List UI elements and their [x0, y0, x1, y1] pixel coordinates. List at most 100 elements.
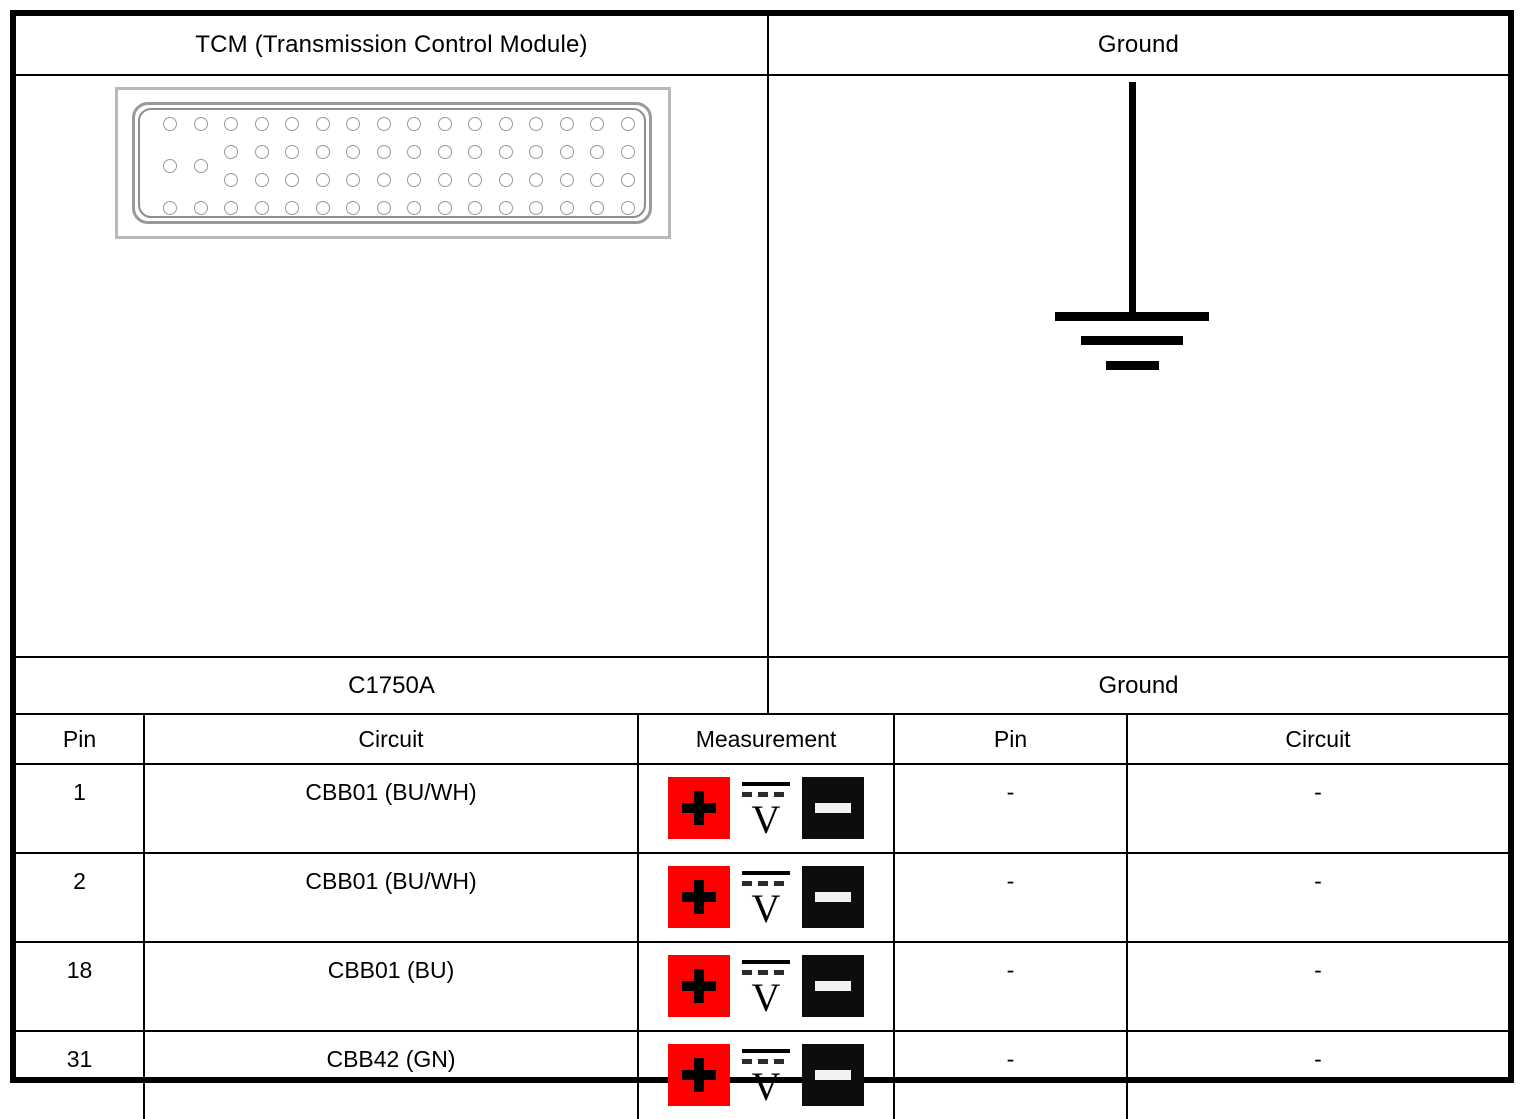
connector-pin [559, 173, 574, 187]
connector-pin [346, 117, 360, 131]
connector-pin [315, 117, 330, 131]
connector-pin [498, 117, 513, 131]
connector-pin [468, 173, 482, 187]
connector-pin [315, 201, 330, 215]
module-title-right: Ground [1097, 31, 1180, 58]
connector-pin [254, 173, 269, 187]
connector-pin [407, 201, 421, 215]
volt-letter: V [751, 886, 781, 931]
connector-pin [346, 201, 360, 215]
cell-pin-left: 31 [16, 1032, 145, 1119]
cell-measurement: V [639, 1032, 895, 1119]
connector-pin [559, 201, 574, 215]
connector-pin [620, 173, 635, 187]
connector-pin [468, 201, 482, 215]
connector-pin [620, 145, 635, 159]
module-title-row: TCM (Transmission Control Module) Ground [16, 16, 1508, 76]
connector-pin [590, 201, 604, 215]
dc-voltage-icon: V [738, 1044, 794, 1107]
cell-pin-right: - [895, 854, 1128, 941]
positive-probe-icon [668, 777, 730, 839]
ground-stem-line [1128, 82, 1136, 314]
connector-pin [224, 173, 238, 187]
module-title-left: TCM (Transmission Control Module) [16, 16, 769, 74]
cell-circuit-left: CBB01 (BU) [145, 943, 639, 1030]
dc-dashed-line [742, 881, 790, 886]
connector-pin [376, 201, 391, 215]
connector-pin [163, 117, 177, 131]
cell-circuit-left: CBB01 (BU/WH) [145, 854, 639, 941]
cell-pin-right: - [895, 765, 1128, 852]
cell-circuit-left: CBB01 (BU/WH) [145, 765, 639, 852]
cell-circuit-right: - [1314, 1046, 1322, 1072]
ground-symbol-icon [1019, 82, 1259, 382]
connector-pin [407, 117, 421, 131]
ground-diagram-panel [769, 76, 1508, 656]
connector-pin [407, 145, 421, 159]
negative-probe-icon [802, 1044, 864, 1106]
connector-name-left: C1750A [16, 658, 769, 713]
dc-voltage-icon: V [738, 777, 794, 840]
connector-pin [346, 145, 360, 159]
sheet-inner: TCM (Transmission Control Module) Ground [16, 16, 1508, 1119]
dc-voltage-icon: V [738, 866, 794, 931]
connector-pin [620, 201, 635, 215]
connector-pin [559, 117, 574, 131]
cell-pin-right: - [895, 943, 1128, 1030]
dc-solid-line [742, 960, 790, 964]
positive-probe-icon [668, 1044, 730, 1106]
connector-pin [437, 201, 452, 215]
connector-pin [315, 173, 330, 187]
connector-pin [315, 145, 330, 159]
connector-pin [437, 173, 452, 187]
ground-bar-bottom [1105, 361, 1159, 370]
connector-pin [620, 117, 635, 131]
column-header-circuit-left: Circuit [145, 715, 639, 763]
cell-pin-left: 2 [16, 854, 145, 941]
column-header-pin-right: Pin [895, 715, 1128, 763]
cell-circuit-right: - [1314, 868, 1322, 894]
cell-circuit-right: - [1314, 957, 1322, 983]
connector-pin [376, 117, 391, 131]
connector-pin [224, 145, 238, 159]
dc-dashed-line [742, 1059, 790, 1064]
column-header-pin-left: Pin [16, 715, 145, 763]
connector-diagram-panel [16, 76, 769, 656]
connector-pin [559, 145, 574, 159]
measurement-icon-group: V [668, 866, 864, 931]
ground-bar-top [1054, 312, 1209, 321]
cell-circuit-left: CBB42 (GN) [145, 1032, 639, 1119]
connector-name-row: C1750A Ground [16, 658, 1508, 713]
connector-pin [254, 117, 269, 131]
cell-measurement: V [639, 943, 895, 1030]
ground-bar-middle [1080, 336, 1183, 345]
connector-pin [193, 117, 208, 131]
connector-pin [437, 117, 452, 131]
connector-pin [468, 117, 482, 131]
dc-voltage-icon: V [738, 955, 794, 1018]
cell-pin-right: - [895, 1032, 1128, 1119]
connector-pin [529, 117, 543, 131]
measurement-icon-group: V [668, 777, 864, 840]
connector-pin [590, 173, 604, 187]
negative-probe-icon [802, 866, 864, 928]
dc-solid-line [742, 782, 790, 786]
negative-probe-icon [802, 777, 864, 839]
wiring-test-sheet: TCM (Transmission Control Module) Ground [10, 10, 1514, 1119]
connector-pin-grid [163, 117, 635, 215]
column-header-circuit-right: Circuit [1285, 725, 1351, 752]
connector-pin [254, 201, 269, 215]
measurement-icon-group: V [668, 1044, 864, 1107]
connector-pin [529, 145, 543, 159]
connector-pin [376, 173, 391, 187]
connector-pin [285, 145, 299, 159]
connector-pin [254, 145, 269, 159]
cell-measurement: V [639, 854, 895, 941]
diagram-row [16, 76, 1508, 658]
